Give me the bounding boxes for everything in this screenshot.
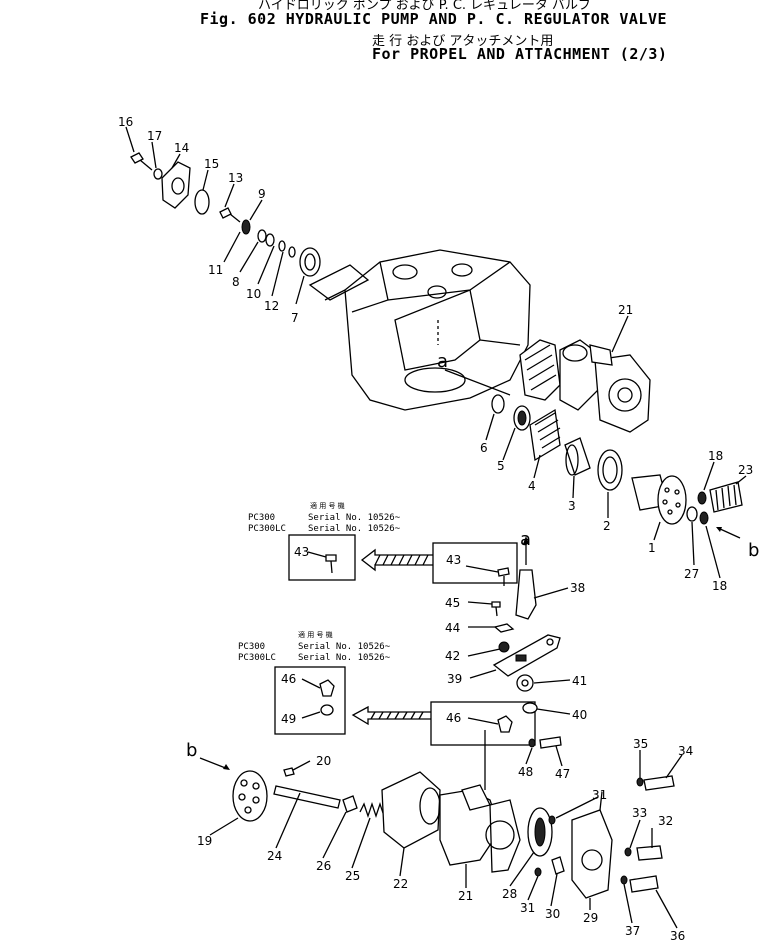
callout-30: 30 bbox=[545, 907, 560, 921]
callout-44: 44 bbox=[445, 621, 460, 635]
callout-3: 3 bbox=[568, 499, 576, 513]
note-1-serial-2: Serial No. 10526~ bbox=[308, 524, 401, 534]
title-subtitle-line: For PROPEL AND ATTACHMENT (2/3) bbox=[372, 45, 668, 63]
note-2-jp: 適 用 号 機 bbox=[298, 630, 333, 639]
note-2-serial-1: Serial No. 10526~ bbox=[298, 642, 391, 652]
callout-37: 37 bbox=[625, 924, 640, 938]
callout-34: 34 bbox=[678, 744, 693, 758]
serial-note-2: 適 用 号 機 PC300 Serial No. 10526~ PC300LC … bbox=[238, 630, 536, 746]
callout-b-right: b bbox=[748, 540, 759, 561]
note-1-model-2: PC300LC bbox=[248, 524, 286, 534]
callout-24: 24 bbox=[267, 849, 282, 863]
note-2-model-1: PC300 bbox=[238, 642, 265, 652]
callout-40: 40 bbox=[572, 708, 587, 722]
callout-32: 32 bbox=[658, 814, 673, 828]
callout-6: 6 bbox=[480, 441, 488, 455]
note-1-jp: 適 用 号 機 bbox=[310, 501, 345, 510]
callout-45: 45 bbox=[445, 596, 460, 610]
callout-29: 29 bbox=[583, 911, 598, 925]
callout-49: 49 bbox=[281, 712, 296, 726]
note-1-serial-1: Serial No. 10526~ bbox=[308, 513, 401, 523]
callout-19: 19 bbox=[197, 834, 212, 848]
pump-housing bbox=[308, 249, 531, 411]
serial-note-1: 適 用 号 機 PC300 Serial No. 10526~ PC300LC … bbox=[248, 501, 518, 586]
callout-22: 22 bbox=[393, 877, 408, 891]
callout-26: 26 bbox=[316, 859, 331, 873]
note-2-serial-2: Serial No. 10526~ bbox=[298, 653, 391, 663]
title-japanese-line1: ハイドロリック ポンプ および P. C. レギュレータ バルブ bbox=[258, 0, 592, 13]
callout-23: 23 bbox=[738, 463, 753, 477]
callout-25: 25 bbox=[345, 869, 360, 883]
callout-4: 4 bbox=[528, 479, 536, 493]
callout-39: 39 bbox=[447, 672, 462, 686]
callout-46-inset: 46 bbox=[281, 672, 296, 686]
callout-43-inset: 43 bbox=[294, 545, 309, 559]
callout-5: 5 bbox=[497, 459, 505, 473]
callout-b-left: b bbox=[186, 740, 197, 761]
parts-right-small bbox=[686, 481, 743, 539]
callout-15: 15 bbox=[204, 157, 219, 171]
callout-18-bottom: 18 bbox=[712, 579, 727, 593]
callout-31-top: 31 bbox=[592, 788, 607, 802]
regulator-parts bbox=[199, 536, 675, 899]
callout-21-bottom: 21 bbox=[458, 889, 473, 903]
callout-12: 12 bbox=[264, 299, 279, 313]
callout-33: 33 bbox=[632, 806, 647, 820]
callout-17: 17 bbox=[147, 129, 162, 143]
callout-38: 38 bbox=[570, 581, 585, 595]
callout-43: 43 bbox=[446, 553, 461, 567]
callout-labels: 16 17 14 15 13 9 11 8 10 12 7 a 21 6 5 4… bbox=[118, 115, 759, 943]
callout-18-top: 18 bbox=[708, 449, 723, 463]
callout-a-top: a bbox=[437, 351, 448, 372]
figure-title: ハイドロリック ポンプ および P. C. レギュレータ バルブ Fig. 60… bbox=[0, 0, 762, 70]
pump-assembly-upper bbox=[519, 339, 651, 433]
callout-48: 48 bbox=[518, 765, 533, 779]
callout-42: 42 bbox=[445, 649, 460, 663]
callout-9: 9 bbox=[258, 187, 266, 201]
note-2-model-2: PC300LC bbox=[238, 653, 276, 663]
callout-16: 16 bbox=[118, 115, 133, 129]
callout-1: 1 bbox=[648, 541, 656, 555]
callout-13: 13 bbox=[228, 171, 243, 185]
title-english-line: Fig. 602 HYDRAULIC PUMP AND P. C. REGULA… bbox=[200, 10, 668, 28]
callout-36: 36 bbox=[670, 929, 685, 943]
callout-2: 2 bbox=[603, 519, 611, 533]
leader-lines bbox=[125, 126, 747, 929]
callout-31-bottom: 31 bbox=[520, 901, 535, 915]
rotating-group-parts bbox=[491, 394, 687, 525]
callout-35: 35 bbox=[633, 737, 648, 751]
callout-41: 41 bbox=[572, 674, 587, 688]
callout-21-top: 21 bbox=[618, 303, 633, 317]
callout-14: 14 bbox=[174, 141, 189, 155]
callout-47: 47 bbox=[555, 767, 570, 781]
callout-7: 7 bbox=[291, 311, 299, 325]
callout-27: 27 bbox=[684, 567, 699, 581]
callout-11: 11 bbox=[208, 263, 223, 277]
parts-top-left bbox=[130, 152, 321, 277]
callout-46: 46 bbox=[446, 711, 461, 725]
callout-8: 8 bbox=[232, 275, 240, 289]
callout-20: 20 bbox=[316, 754, 331, 768]
callout-28: 28 bbox=[502, 887, 517, 901]
title-japanese-line2: 走 行 および アタッチメント用 bbox=[372, 34, 554, 49]
callout-a-bottom: a bbox=[520, 529, 531, 550]
callout-10: 10 bbox=[246, 287, 261, 301]
note-1-model-1: PC300 bbox=[248, 513, 275, 523]
